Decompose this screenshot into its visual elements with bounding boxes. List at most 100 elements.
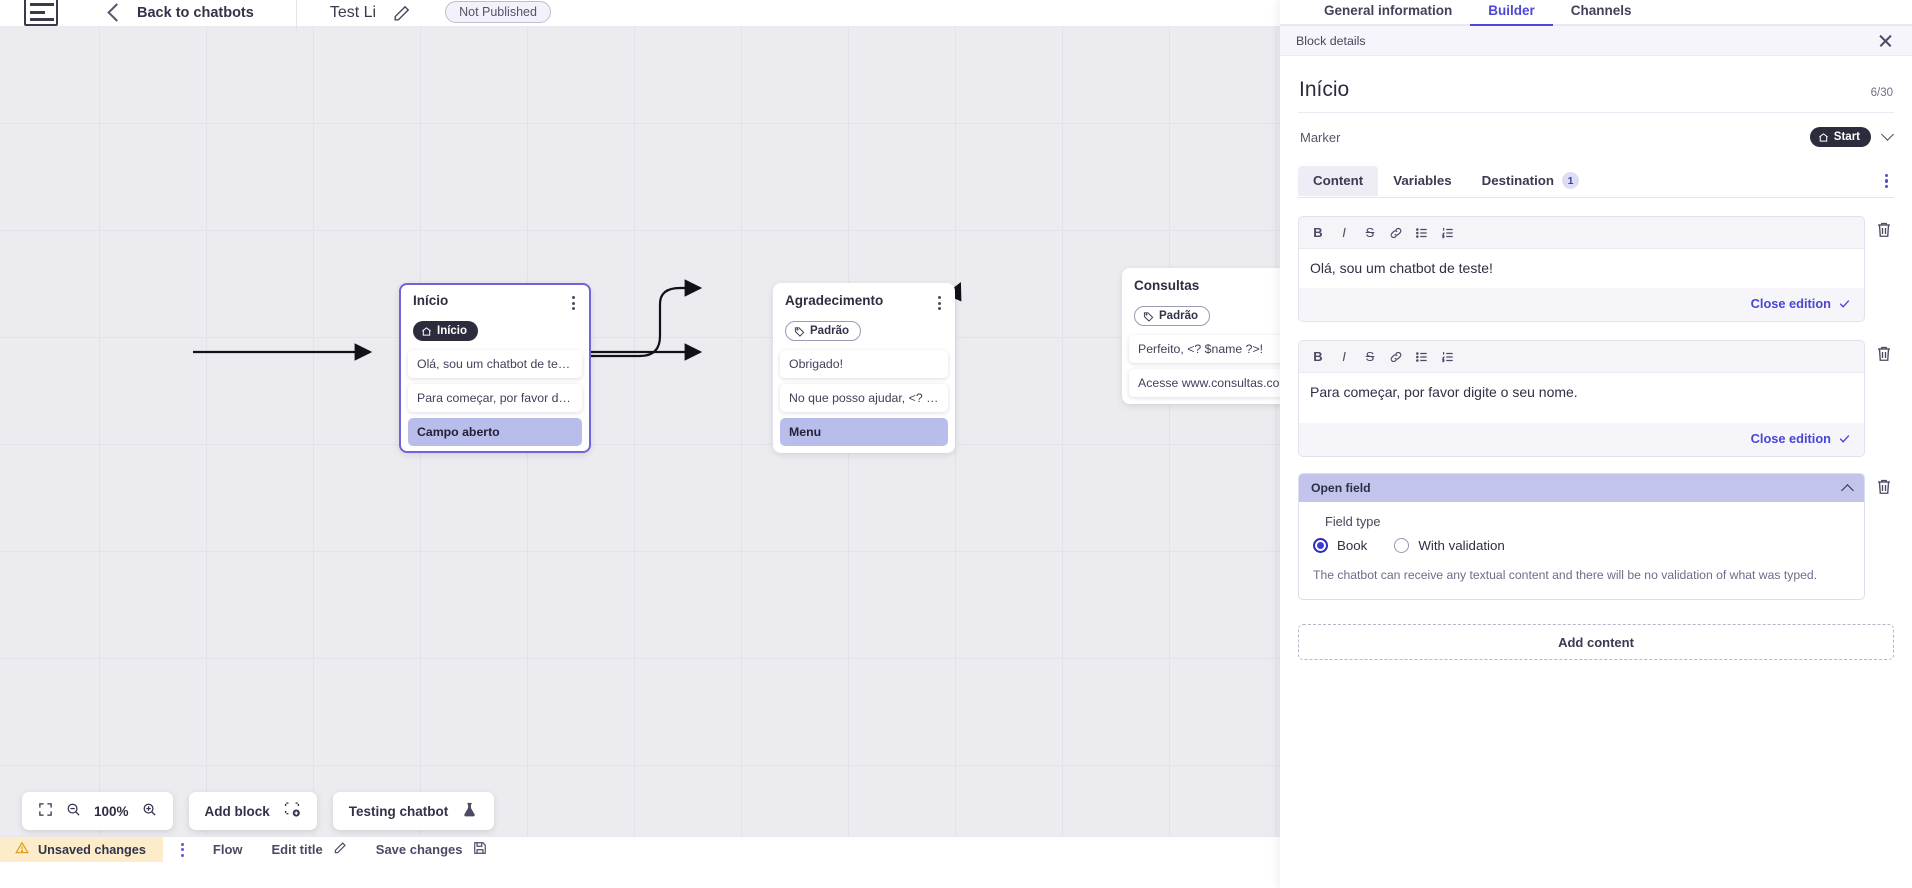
numbered-list-icon[interactable] bbox=[1435, 346, 1461, 367]
tab-content[interactable]: Content bbox=[1298, 166, 1379, 196]
zoom-in-icon[interactable] bbox=[142, 802, 157, 820]
link-icon[interactable] bbox=[1383, 346, 1409, 367]
editor-text[interactable]: Olá, sou um chatbot de teste! bbox=[1299, 249, 1864, 288]
zoom-controls[interactable]: 100% bbox=[22, 792, 173, 830]
numbered-list-icon[interactable] bbox=[1435, 222, 1461, 243]
delete-open-field-trash-icon[interactable] bbox=[1875, 477, 1894, 498]
content-tabs-kebab-icon[interactable] bbox=[1884, 173, 1894, 189]
node-marker-badge: Início bbox=[413, 321, 479, 341]
node-highlight-row[interactable]: Menu bbox=[780, 417, 948, 446]
chevron-down-icon[interactable] bbox=[1881, 128, 1894, 141]
chatbot-logo-icon[interactable] bbox=[24, 0, 58, 26]
panel-body: Início 6/30 Marker Start Content Variabl… bbox=[1280, 56, 1912, 888]
rich-text-editor[interactable]: B I S bbox=[1298, 216, 1865, 322]
content-tabs: Content Variables Destination 1 bbox=[1298, 165, 1894, 198]
zoom-out-icon[interactable] bbox=[66, 802, 81, 820]
edit-title-pencil-icon[interactable] bbox=[392, 4, 411, 23]
flow-node-agradecimento[interactable]: Agradecimento Padrão Obrigado! No que po… bbox=[773, 283, 955, 453]
check-icon bbox=[1839, 300, 1850, 308]
radio-book[interactable] bbox=[1313, 538, 1328, 553]
close-edition-button[interactable]: Close edition bbox=[1751, 431, 1851, 446]
editor-text[interactable]: Para começar, por favor digite o seu nom… bbox=[1299, 373, 1864, 423]
node-marker-badge: Padrão bbox=[1134, 306, 1210, 326]
edit-title-label: Edit title bbox=[271, 842, 323, 857]
testing-chatbot-label: Testing chatbot bbox=[348, 803, 449, 819]
add-block-icon bbox=[283, 801, 301, 821]
strikethrough-icon[interactable]: S bbox=[1365, 225, 1375, 240]
editor-footer: Close edition bbox=[1299, 288, 1864, 321]
status-kebab-icon[interactable] bbox=[180, 842, 184, 857]
close-icon[interactable] bbox=[1877, 32, 1894, 49]
back-to-chatbots-link[interactable]: Back to chatbots bbox=[137, 5, 254, 21]
editor-footer: Close edition bbox=[1299, 423, 1864, 456]
tab-general-information[interactable]: General information bbox=[1324, 3, 1453, 18]
node-message[interactable]: Para começar, por favor digite o ... bbox=[408, 383, 582, 412]
node-marker-badge-label: Padrão bbox=[810, 325, 849, 337]
add-block-label: Add block bbox=[204, 803, 270, 819]
node-marker-badge-label: Início bbox=[437, 325, 468, 337]
check-icon bbox=[1839, 435, 1850, 443]
editor-toolbar: B I S bbox=[1299, 341, 1864, 373]
home-icon bbox=[422, 326, 431, 336]
node-message[interactable]: Acesse www.consultas.com par... bbox=[1129, 368, 1305, 397]
bullet-list-icon[interactable] bbox=[1409, 222, 1435, 243]
add-block-button[interactable]: Add block bbox=[188, 792, 317, 830]
node-title: Consultas bbox=[1134, 278, 1200, 293]
block-title: Início bbox=[1299, 78, 1350, 101]
radio-book-label[interactable]: Book bbox=[1337, 538, 1368, 553]
tab-builder[interactable]: Builder bbox=[1470, 3, 1553, 26]
italic-icon[interactable]: I bbox=[1342, 225, 1346, 240]
node-highlight-row[interactable]: Campo aberto bbox=[408, 417, 582, 446]
delete-content-trash-icon[interactable] bbox=[1875, 220, 1894, 241]
zoom-level: 100% bbox=[94, 803, 129, 819]
node-message[interactable]: Obrigado! bbox=[780, 349, 948, 378]
status-bar: Unsaved changes Flow Edit title Save cha… bbox=[0, 836, 1561, 862]
open-field-title: Open field bbox=[1311, 481, 1371, 495]
tab-variables[interactable]: Variables bbox=[1378, 166, 1466, 196]
field-type-radio-group: Book With validation bbox=[1313, 538, 1850, 553]
tab-destination-label: Destination bbox=[1481, 173, 1555, 188]
flow-button[interactable]: Flow bbox=[213, 842, 243, 857]
open-field-help-text: The chatbot can receive any textual cont… bbox=[1313, 568, 1818, 582]
link-icon[interactable] bbox=[1383, 222, 1409, 243]
tab-destination[interactable]: Destination 1 bbox=[1467, 165, 1594, 197]
node-menu-kebab-icon[interactable] bbox=[936, 293, 943, 313]
marker-select[interactable]: Start bbox=[1809, 127, 1871, 147]
content-editor-block: B I S bbox=[1298, 216, 1894, 322]
open-field-header[interactable]: Open field bbox=[1299, 474, 1864, 502]
back-chevron-icon[interactable] bbox=[107, 2, 126, 22]
radio-with-validation[interactable] bbox=[1394, 538, 1410, 553]
bold-icon[interactable]: B bbox=[1313, 225, 1323, 240]
bullet-list-icon[interactable] bbox=[1409, 346, 1435, 367]
tag-icon bbox=[794, 326, 805, 337]
pencil-icon bbox=[333, 841, 347, 858]
node-marker-badge-label: Padrão bbox=[1159, 310, 1198, 322]
rich-text-editor[interactable]: B I S bbox=[1298, 340, 1865, 457]
edit-title-button[interactable]: Edit title bbox=[272, 841, 347, 858]
add-content-button[interactable]: Add content bbox=[1298, 624, 1894, 660]
node-message[interactable]: Olá, sou um chatbot de teste! bbox=[408, 349, 582, 378]
node-menu-kebab-icon[interactable] bbox=[570, 293, 577, 313]
tab-content-label: Content bbox=[1313, 173, 1364, 188]
delete-content-trash-icon[interactable] bbox=[1875, 344, 1894, 365]
tag-icon bbox=[1143, 311, 1154, 322]
save-changes-label: Save changes bbox=[375, 842, 463, 857]
bot-title: Test Li bbox=[329, 4, 377, 21]
tab-variables-label: Variables bbox=[1393, 173, 1452, 188]
marker-value: Start bbox=[1833, 131, 1860, 143]
tab-channels[interactable]: Channels bbox=[1570, 3, 1632, 18]
node-message[interactable]: No que posso ajudar, <? $name ... bbox=[780, 383, 948, 412]
close-edition-button[interactable]: Close edition bbox=[1751, 296, 1851, 311]
fit-screen-icon[interactable] bbox=[38, 802, 53, 820]
testing-chatbot-button[interactable]: Testing chatbot bbox=[332, 792, 495, 830]
strikethrough-icon[interactable]: S bbox=[1365, 349, 1375, 364]
node-title: Início bbox=[413, 293, 449, 308]
italic-icon[interactable]: I bbox=[1342, 349, 1346, 364]
bold-icon[interactable]: B bbox=[1313, 349, 1323, 364]
chevron-up-icon[interactable] bbox=[1841, 483, 1854, 497]
flow-node-inicio[interactable]: Início Início Olá, sou um chatbot de tes… bbox=[399, 283, 591, 453]
radio-with-validation-label[interactable]: With validation bbox=[1418, 538, 1505, 553]
save-changes-button[interactable]: Save changes bbox=[376, 841, 487, 858]
open-field-body: Field type Book With validation The chat… bbox=[1299, 502, 1864, 599]
node-message[interactable]: Perfeito, <? $name ?>! bbox=[1129, 334, 1305, 363]
